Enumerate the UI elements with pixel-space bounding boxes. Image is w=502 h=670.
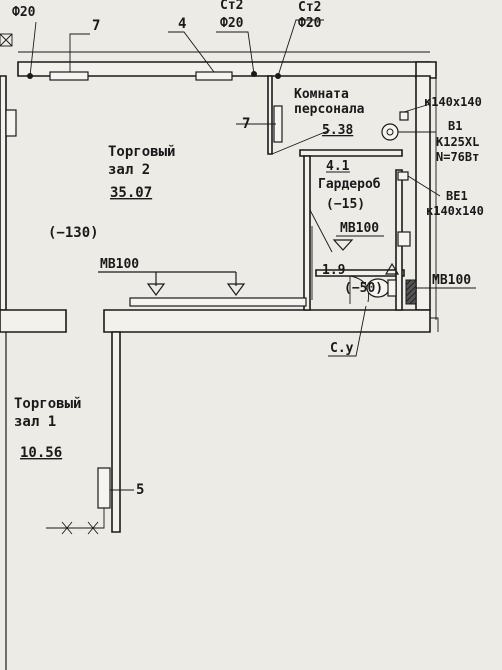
fan-b1-inner-icon: [386, 128, 394, 136]
radiator-4-top-leader: [168, 31, 215, 73]
wall-right-lower-return: [430, 317, 439, 332]
radiator-4-top: [195, 71, 233, 81]
radiator-7-top: [49, 71, 89, 81]
fan-b1-name: В1: [448, 119, 462, 133]
room-hall1-area: 10.56: [20, 445, 62, 461]
riser-st2-a-leader: [216, 31, 255, 75]
fan-b1-icon: [381, 123, 399, 141]
wall-left-hall2: [0, 75, 7, 311]
wardrobe-mv100-arrow-icon: [332, 239, 354, 251]
exhaust-be1-leader: [407, 175, 441, 197]
mv100-hall2-label: МВ100: [100, 257, 139, 272]
riser-left-leader: [29, 21, 37, 77]
radiator-tag-7-staff: 7: [242, 116, 250, 132]
insulation-strip-hall2: [129, 297, 307, 307]
sanitary-fixtures: [328, 235, 400, 357]
valve-icon: [0, 33, 13, 47]
door-staff-swing: [271, 129, 331, 155]
wall-right-hall1: [111, 331, 121, 533]
valve-icon: [61, 521, 73, 535]
radiator-left-hall2: [5, 109, 17, 137]
partition-staff-left: [267, 75, 273, 155]
radiator-tag-4-top: 4: [178, 16, 186, 32]
grille-top-icon: [399, 111, 409, 121]
sanitary-leader: [328, 305, 367, 357]
risers: [0, 19, 324, 79]
partition-staff-bottom: [299, 149, 403, 157]
hall1-heating-pipe: [46, 508, 105, 529]
room-hall1-name-line1: Торговый: [14, 396, 81, 412]
exhaust-be1-name: ВЕ1: [446, 189, 468, 203]
valve-icon: [87, 521, 99, 535]
grille-top-leader: [403, 103, 431, 113]
exhaust-be1-size: к140х140: [426, 204, 484, 218]
wardrobe-column: [397, 231, 411, 247]
fan-b1-power: N=76Вт: [436, 150, 479, 164]
room-hall2-area: 35.07: [110, 185, 152, 201]
doors: [271, 129, 370, 304]
room-wc-area: 1.9: [322, 263, 345, 278]
partition-wardrobe-left: [303, 155, 311, 311]
grille-top-size: к140х140: [424, 95, 482, 109]
triangle-marker-icon: [384, 262, 400, 275]
radiators: [5, 31, 283, 535]
door-wardrobe-swing: [309, 209, 333, 253]
hall-level-mark: (−130): [48, 225, 99, 241]
exhaust-be1-icon: [397, 171, 409, 181]
partition-wardrobe-wc: [315, 269, 405, 277]
valve-body: [0, 33, 13, 47]
floor-insulation-hall2: [98, 271, 307, 307]
radiator-7-top-leader: [69, 33, 90, 72]
riser-st2-a-label: Ст2: [220, 0, 243, 13]
room-wardrobe-area: 4.1: [326, 159, 350, 174]
wc-vent-hatched-icon: [405, 279, 417, 305]
room-hall1-name-line2: зал 1: [14, 414, 56, 430]
riser-top-left-diameter: Ф20: [12, 5, 36, 20]
wall-right: [415, 75, 431, 311]
door-wc-arc: [349, 275, 370, 303]
radiator-tag-5-hall1: 5: [136, 482, 144, 498]
room-wardrobe-name: Гардероб: [318, 177, 381, 192]
mv100-wc-label: МВ100: [432, 273, 471, 288]
room-staff-name-line2: персонала: [294, 102, 365, 117]
arrow-down-icon: [226, 283, 246, 297]
room-wardrobe-level: (−15): [326, 197, 365, 212]
radiator-5-hall1: [97, 467, 111, 509]
room-hall2-name-line1: Торговый: [108, 144, 175, 160]
riser-st2-b-diameter: Ф20: [298, 16, 322, 31]
arrow-down-icon: [146, 283, 166, 297]
toilet-tank-icon: [387, 279, 397, 297]
riser-st2-a-diameter: Ф20: [220, 16, 244, 31]
room-staff-area: 5.38: [322, 123, 353, 138]
walls: [0, 51, 439, 670]
riser-st2-b-label: Ст2: [298, 0, 321, 15]
sanitary-label: С.у: [330, 341, 354, 356]
room-hall2-name-line2: зал 2: [108, 162, 150, 178]
fan-b1-model: К125XL: [436, 135, 479, 149]
riser-st2-b-leader: [277, 19, 324, 77]
radiator-tag-7-top: 7: [92, 18, 100, 34]
room-staff-name-line1: Комната: [294, 87, 349, 102]
room-wc-level: (−50): [344, 281, 383, 296]
mv100-wardrobe-label: МВ100: [340, 221, 379, 236]
wall-bottom-hall2: [103, 309, 431, 333]
wall-bottom-left-stub: [0, 309, 67, 333]
ventilation: [381, 103, 476, 305]
